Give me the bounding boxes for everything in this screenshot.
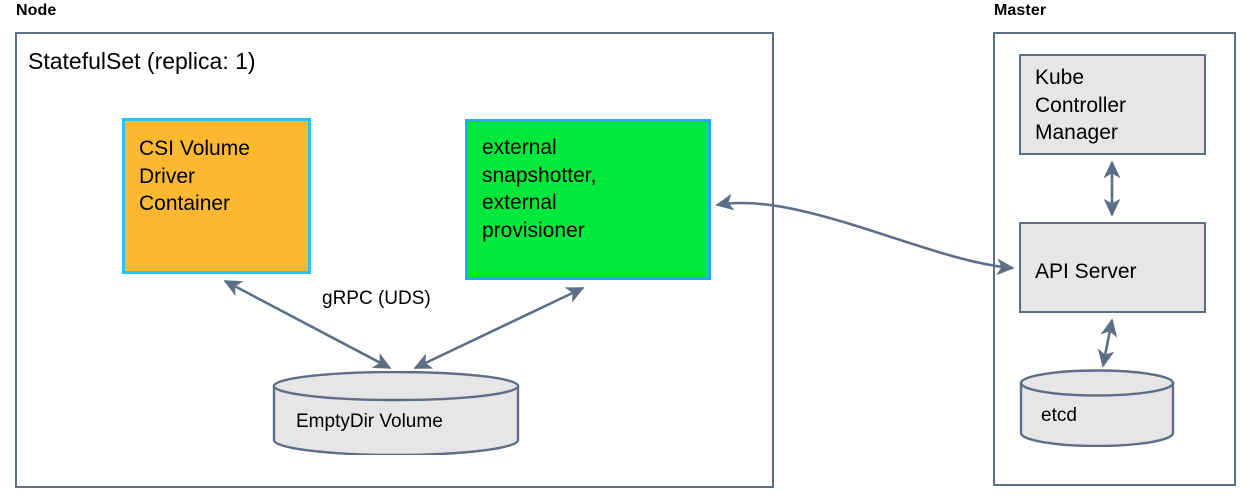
kube-controller-manager-box[interactable]: Kube Controller Manager — [1019, 54, 1206, 155]
emptydir-volume-cylinder[interactable]: EmptyDir Volume — [272, 371, 520, 455]
statefulset-label: StatefulSet (replica: 1) — [28, 48, 256, 74]
master-group-title: Master — [994, 2, 1047, 19]
etcd-cylinder[interactable]: etcd — [1019, 369, 1175, 447]
csi-volume-driver-container-box[interactable]: CSI Volume Driver Container — [122, 118, 311, 274]
api-server-label: API Server — [1035, 259, 1137, 283]
csi-volume-driver-container-label: CSI Volume Driver Container — [139, 137, 250, 216]
etcd-label: etcd — [1041, 405, 1077, 426]
node-group-title: Node — [16, 2, 57, 19]
kube-controller-manager-label: Kube Controller Manager — [1035, 66, 1127, 145]
external-sidecars-box[interactable]: external snapshotter, external provision… — [465, 119, 711, 280]
grpc-uds-edge-label: gRPC (UDS) — [322, 288, 431, 309]
api-server-box[interactable]: API Server — [1019, 222, 1206, 313]
emptydir-volume-label: EmptyDir Volume — [296, 411, 443, 432]
external-sidecars-label: external snapshotter, external provision… — [482, 136, 597, 243]
